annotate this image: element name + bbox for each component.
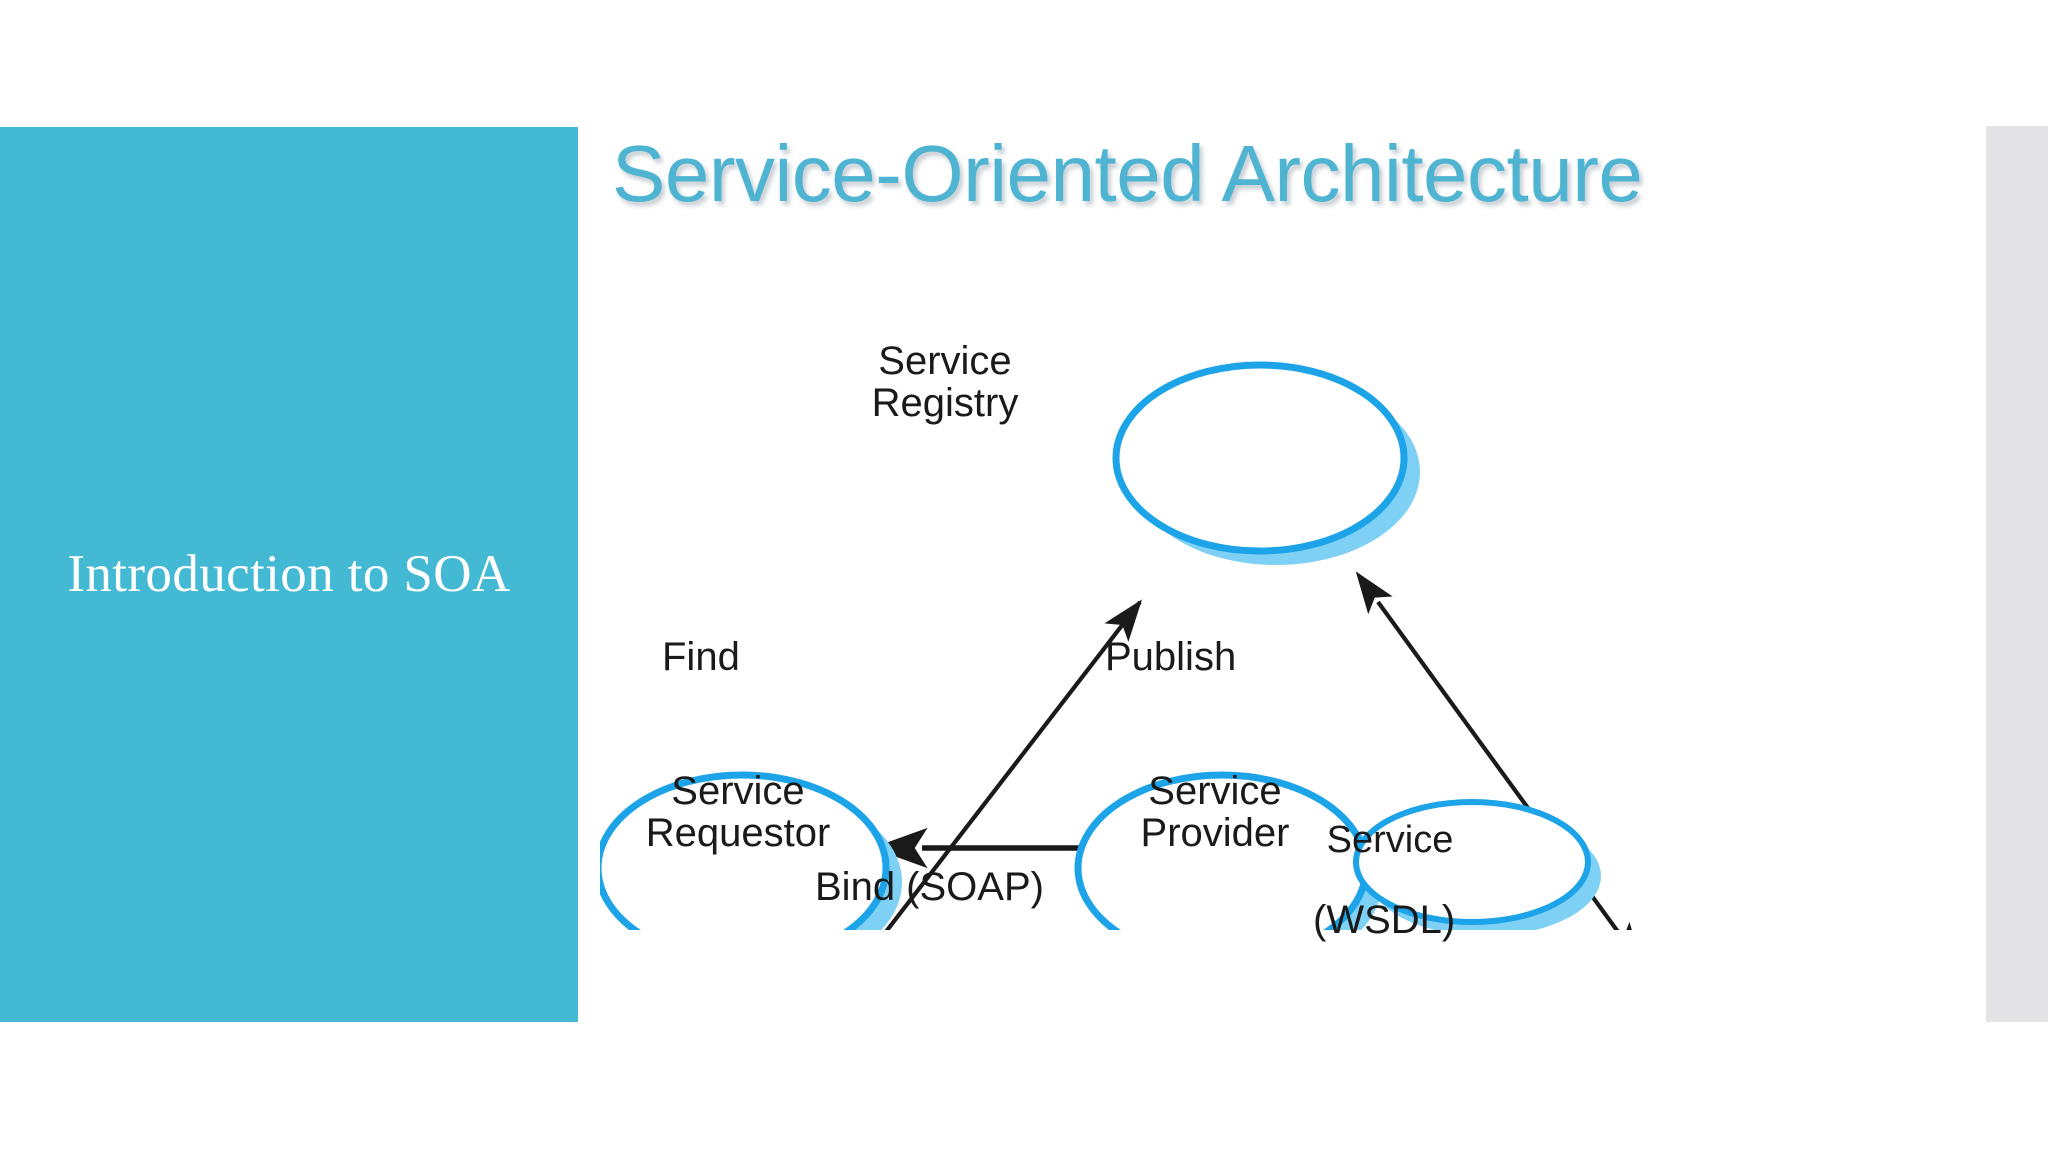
soa-diagram-graphics xyxy=(600,361,1642,930)
accent-panel-label: Introduction to SOA xyxy=(67,544,511,603)
node-service-registry[interactable] xyxy=(1112,361,1408,555)
right-side-panel xyxy=(1986,126,2048,1022)
node-service[interactable] xyxy=(1353,799,1591,925)
edge-publish xyxy=(1355,571,1642,930)
node-service-requestor[interactable] xyxy=(600,771,890,930)
edge-find xyxy=(834,599,1143,930)
accent-panel: Introduction to SOA xyxy=(0,127,578,1022)
diagram-nodes xyxy=(600,361,1591,930)
page-title: Service-Oriented Architecture xyxy=(612,129,1643,218)
node-service-provider[interactable] xyxy=(1074,771,1370,930)
soa-diagram: Service Registry Service Requestor Servi… xyxy=(600,250,1660,942)
